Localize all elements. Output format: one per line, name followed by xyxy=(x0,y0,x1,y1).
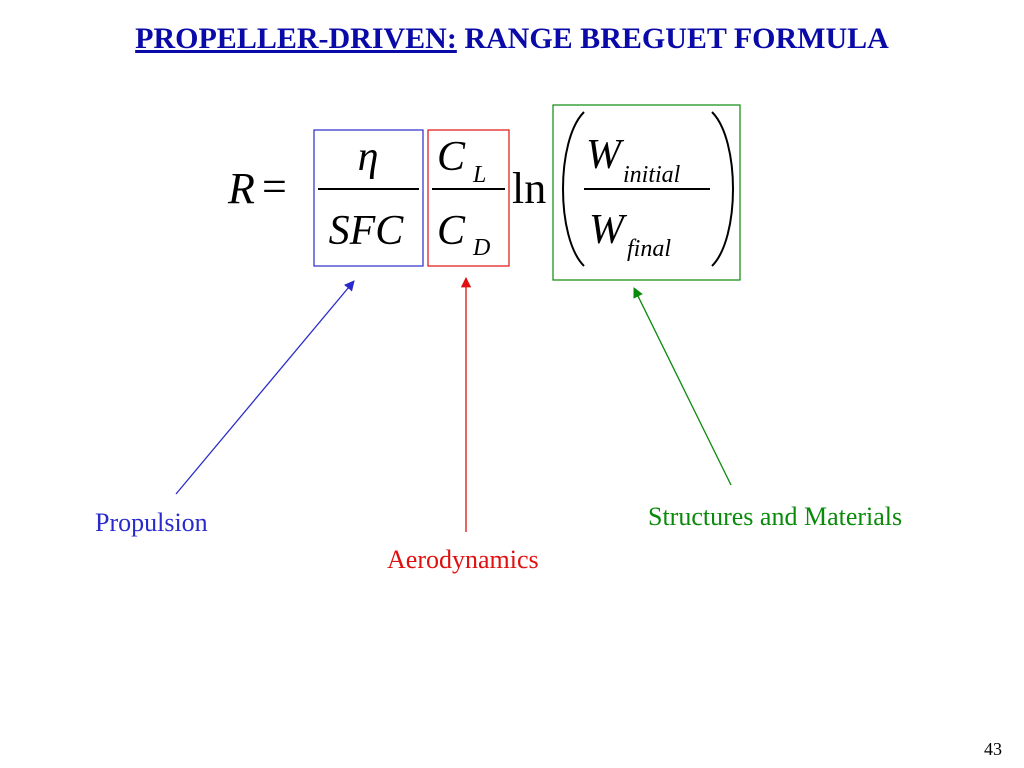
formula-lhs: R xyxy=(227,164,255,213)
c-drag-subscript: D xyxy=(472,235,490,261)
formula-equals: = xyxy=(262,162,287,211)
title-rest: RANGE BREGUET FORMULA xyxy=(456,22,889,55)
c-lift-symbol: C xyxy=(437,134,466,180)
title-prefix: PROPELLER-DRIVEN: xyxy=(135,22,457,55)
eta-symbol: η xyxy=(358,134,379,180)
w-final-symbol: W xyxy=(589,207,628,253)
w-final-subscript: final xyxy=(627,236,671,262)
ln-operator: ln xyxy=(512,164,546,213)
page-number: 43 xyxy=(984,739,1002,759)
propulsion-label: Propulsion xyxy=(95,508,208,537)
aerodynamics-label: Aerodynamics xyxy=(387,545,539,574)
structures-label: Structures and Materials xyxy=(648,502,903,531)
propulsion-box xyxy=(313,129,424,267)
structures-box xyxy=(552,104,741,281)
c-drag-symbol: C xyxy=(437,208,466,254)
slide-title: PROPELLER-DRIVEN: RANGE BREGUET FORMULA xyxy=(0,22,1024,56)
right-parenthesis xyxy=(711,111,734,267)
w-initial-subscript: initial xyxy=(623,162,681,188)
left-parenthesis xyxy=(562,111,585,267)
aerodynamics-box xyxy=(427,129,510,267)
w-initial-symbol: W xyxy=(586,132,625,178)
structures-arrow xyxy=(633,287,732,486)
propulsion-arrow xyxy=(175,280,355,495)
sfc-symbol: SFC xyxy=(329,208,405,254)
c-lift-subscript: L xyxy=(472,162,486,188)
